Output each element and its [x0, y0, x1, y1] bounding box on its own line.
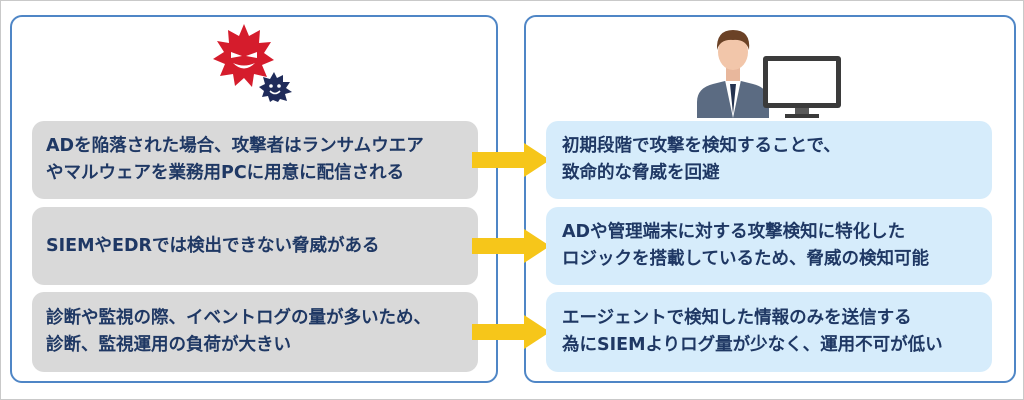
threat-2-line-1: SIEMやEDRでは検出できない脅威がある: [46, 235, 380, 256]
virus-small-icon: [259, 72, 292, 102]
malware-virus-icon: [213, 24, 292, 102]
operator-at-computer-icon: [697, 30, 841, 118]
arrow-icon-2: [472, 229, 550, 263]
threat-box-3: 診断や監視の際、イベントログの量が多いため、 診断、監視運用の負荷が大きい: [32, 292, 478, 372]
virus-large-icon: [213, 24, 274, 87]
solution-3-line-2: 為にSIEMよりログ量が少なく、運用不可が低い: [562, 335, 943, 355]
solution-box-2: ADや管理端末に対する攻撃検知に特化した ロジックを搭載しているため、脅威の検知…: [546, 207, 992, 285]
solution-box-1: 初期段階で攻撃を検知することで、 致命的な脅威を回避: [546, 121, 992, 199]
threat-box-1: ADを陥落された場合、攻撃者はランサムウエア やマルウェアを業務用PCに用意に配…: [32, 121, 478, 199]
threat-3-line-2: 診断、監視運用の負荷が大きい: [46, 335, 291, 355]
solution-2-line-2: ロジックを搭載しているため、脅威の検知可能: [562, 249, 929, 269]
threat-box-2: SIEMやEDRでは検出できない脅威がある: [32, 207, 478, 285]
threat-1-line-2: やマルウェアを業務用PCに用意に配信される: [46, 163, 405, 183]
solution-2-line-1: ADや管理端末に対する攻撃検知に特化した: [562, 222, 906, 242]
solution-1-line-1: 初期段階で攻撃を検知することで、: [562, 136, 841, 156]
threat-3-line-1: 診断や監視の際、イベントログの量が多いため、: [46, 308, 431, 328]
threat-1-line-1: ADを陥落された場合、攻撃者はランサムウエア: [46, 136, 424, 156]
solution-box-3: エージェントで検知した情報のみを送信する 為にSIEMよりログ量が少なく、運用不…: [546, 292, 992, 372]
solution-3-line-1: エージェントで検知した情報のみを送信する: [562, 308, 912, 328]
person-icon: [697, 30, 769, 118]
arrow-icon-1: [472, 143, 550, 177]
monitor-icon: [763, 56, 841, 118]
solution-1-line-2: 致命的な脅威を回避: [562, 163, 720, 183]
arrow-icon-3: [472, 315, 550, 349]
